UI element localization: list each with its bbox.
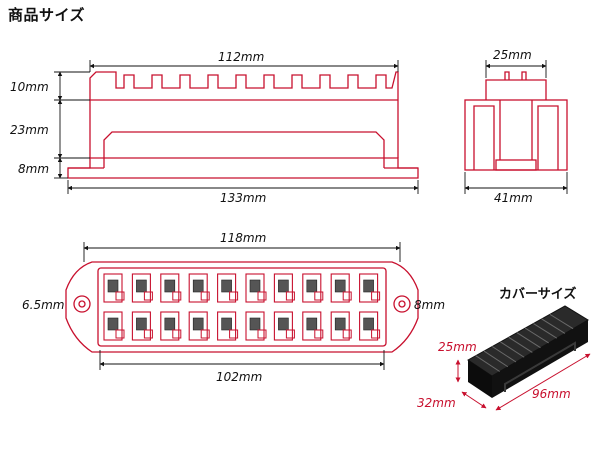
fuse-slot-upper-9 [330, 273, 352, 303]
fuse-slots [103, 273, 381, 341]
cover-image [467, 305, 589, 398]
end-width-base-label: 41mm [494, 191, 533, 205]
fuse-slot-lower-8 [302, 311, 324, 341]
cover-dimensions [455, 353, 591, 411]
side-view-fins [89, 71, 399, 100]
fuse-slot-upper-8 [302, 273, 324, 303]
end-view-dimensions [464, 60, 568, 194]
right-mount-hole [393, 295, 411, 313]
fuse-slot-upper-5 [217, 273, 239, 303]
side-view-dimensions [54, 60, 419, 194]
side-view-base [67, 157, 419, 179]
top-view-drawing [65, 261, 419, 353]
end-view-drawing [464, 71, 568, 171]
cover-size-title: カバーサイズ [499, 287, 577, 302]
cover-length-label: 96mm [532, 387, 571, 401]
cover-depth-label: 32mm [417, 396, 456, 410]
fuse-slot-upper-2 [131, 273, 153, 303]
side-width-base-label: 133mm [220, 191, 267, 205]
fuse-slot-upper-6 [245, 273, 267, 303]
right-hole-label: 8mm [414, 298, 446, 312]
fuse-slot-lower-2 [131, 311, 153, 341]
side-width-top-label: 112mm [218, 50, 265, 64]
fuse-slot-lower-6 [245, 311, 267, 341]
fuse-slot-upper-1 [103, 273, 125, 303]
cover-ridge [516, 332, 541, 349]
side-view-drawing [67, 71, 419, 179]
cover-height-label: 25mm [438, 340, 477, 354]
top-view-dimensions [83, 242, 401, 370]
side-view-body [89, 100, 399, 158]
fuse-slot-upper-3 [160, 273, 182, 303]
cover-ridge [508, 336, 533, 353]
cover-ridge [533, 323, 558, 339]
fuse-slot-lower-4 [188, 311, 210, 341]
fuse-slot-upper-4 [188, 273, 210, 303]
top-width-overall-label: 118mm [220, 231, 267, 245]
top-width-inner-label: 102mm [216, 370, 263, 384]
end-width-top-label: 25mm [493, 48, 532, 62]
page-title: 商品サイズ [8, 6, 86, 24]
cover-ridge [524, 327, 549, 344]
fuse-slot-lower-10 [359, 311, 381, 341]
fuse-slot-lower-7 [273, 311, 295, 341]
top-view-outline [65, 261, 419, 353]
side-height-body-label: 23mm [10, 123, 49, 137]
fuse-slot-lower-9 [330, 311, 352, 341]
side-height-base-label: 8mm [18, 162, 50, 176]
fuse-slot-lower-3 [160, 311, 182, 341]
fuse-slot-upper-10 [359, 273, 381, 303]
left-hole-label: 6.5mm [22, 298, 65, 312]
fuse-slot-lower-1 [103, 311, 125, 341]
cover-ridge [541, 318, 566, 334]
cover-ridge [549, 313, 574, 330]
left-mount-hole [73, 295, 91, 313]
fuse-slot-lower-5 [217, 311, 239, 341]
side-view-arch [103, 131, 385, 168]
side-height-fins-label: 10mm [10, 80, 49, 94]
fuse-slot-upper-7 [273, 273, 295, 303]
